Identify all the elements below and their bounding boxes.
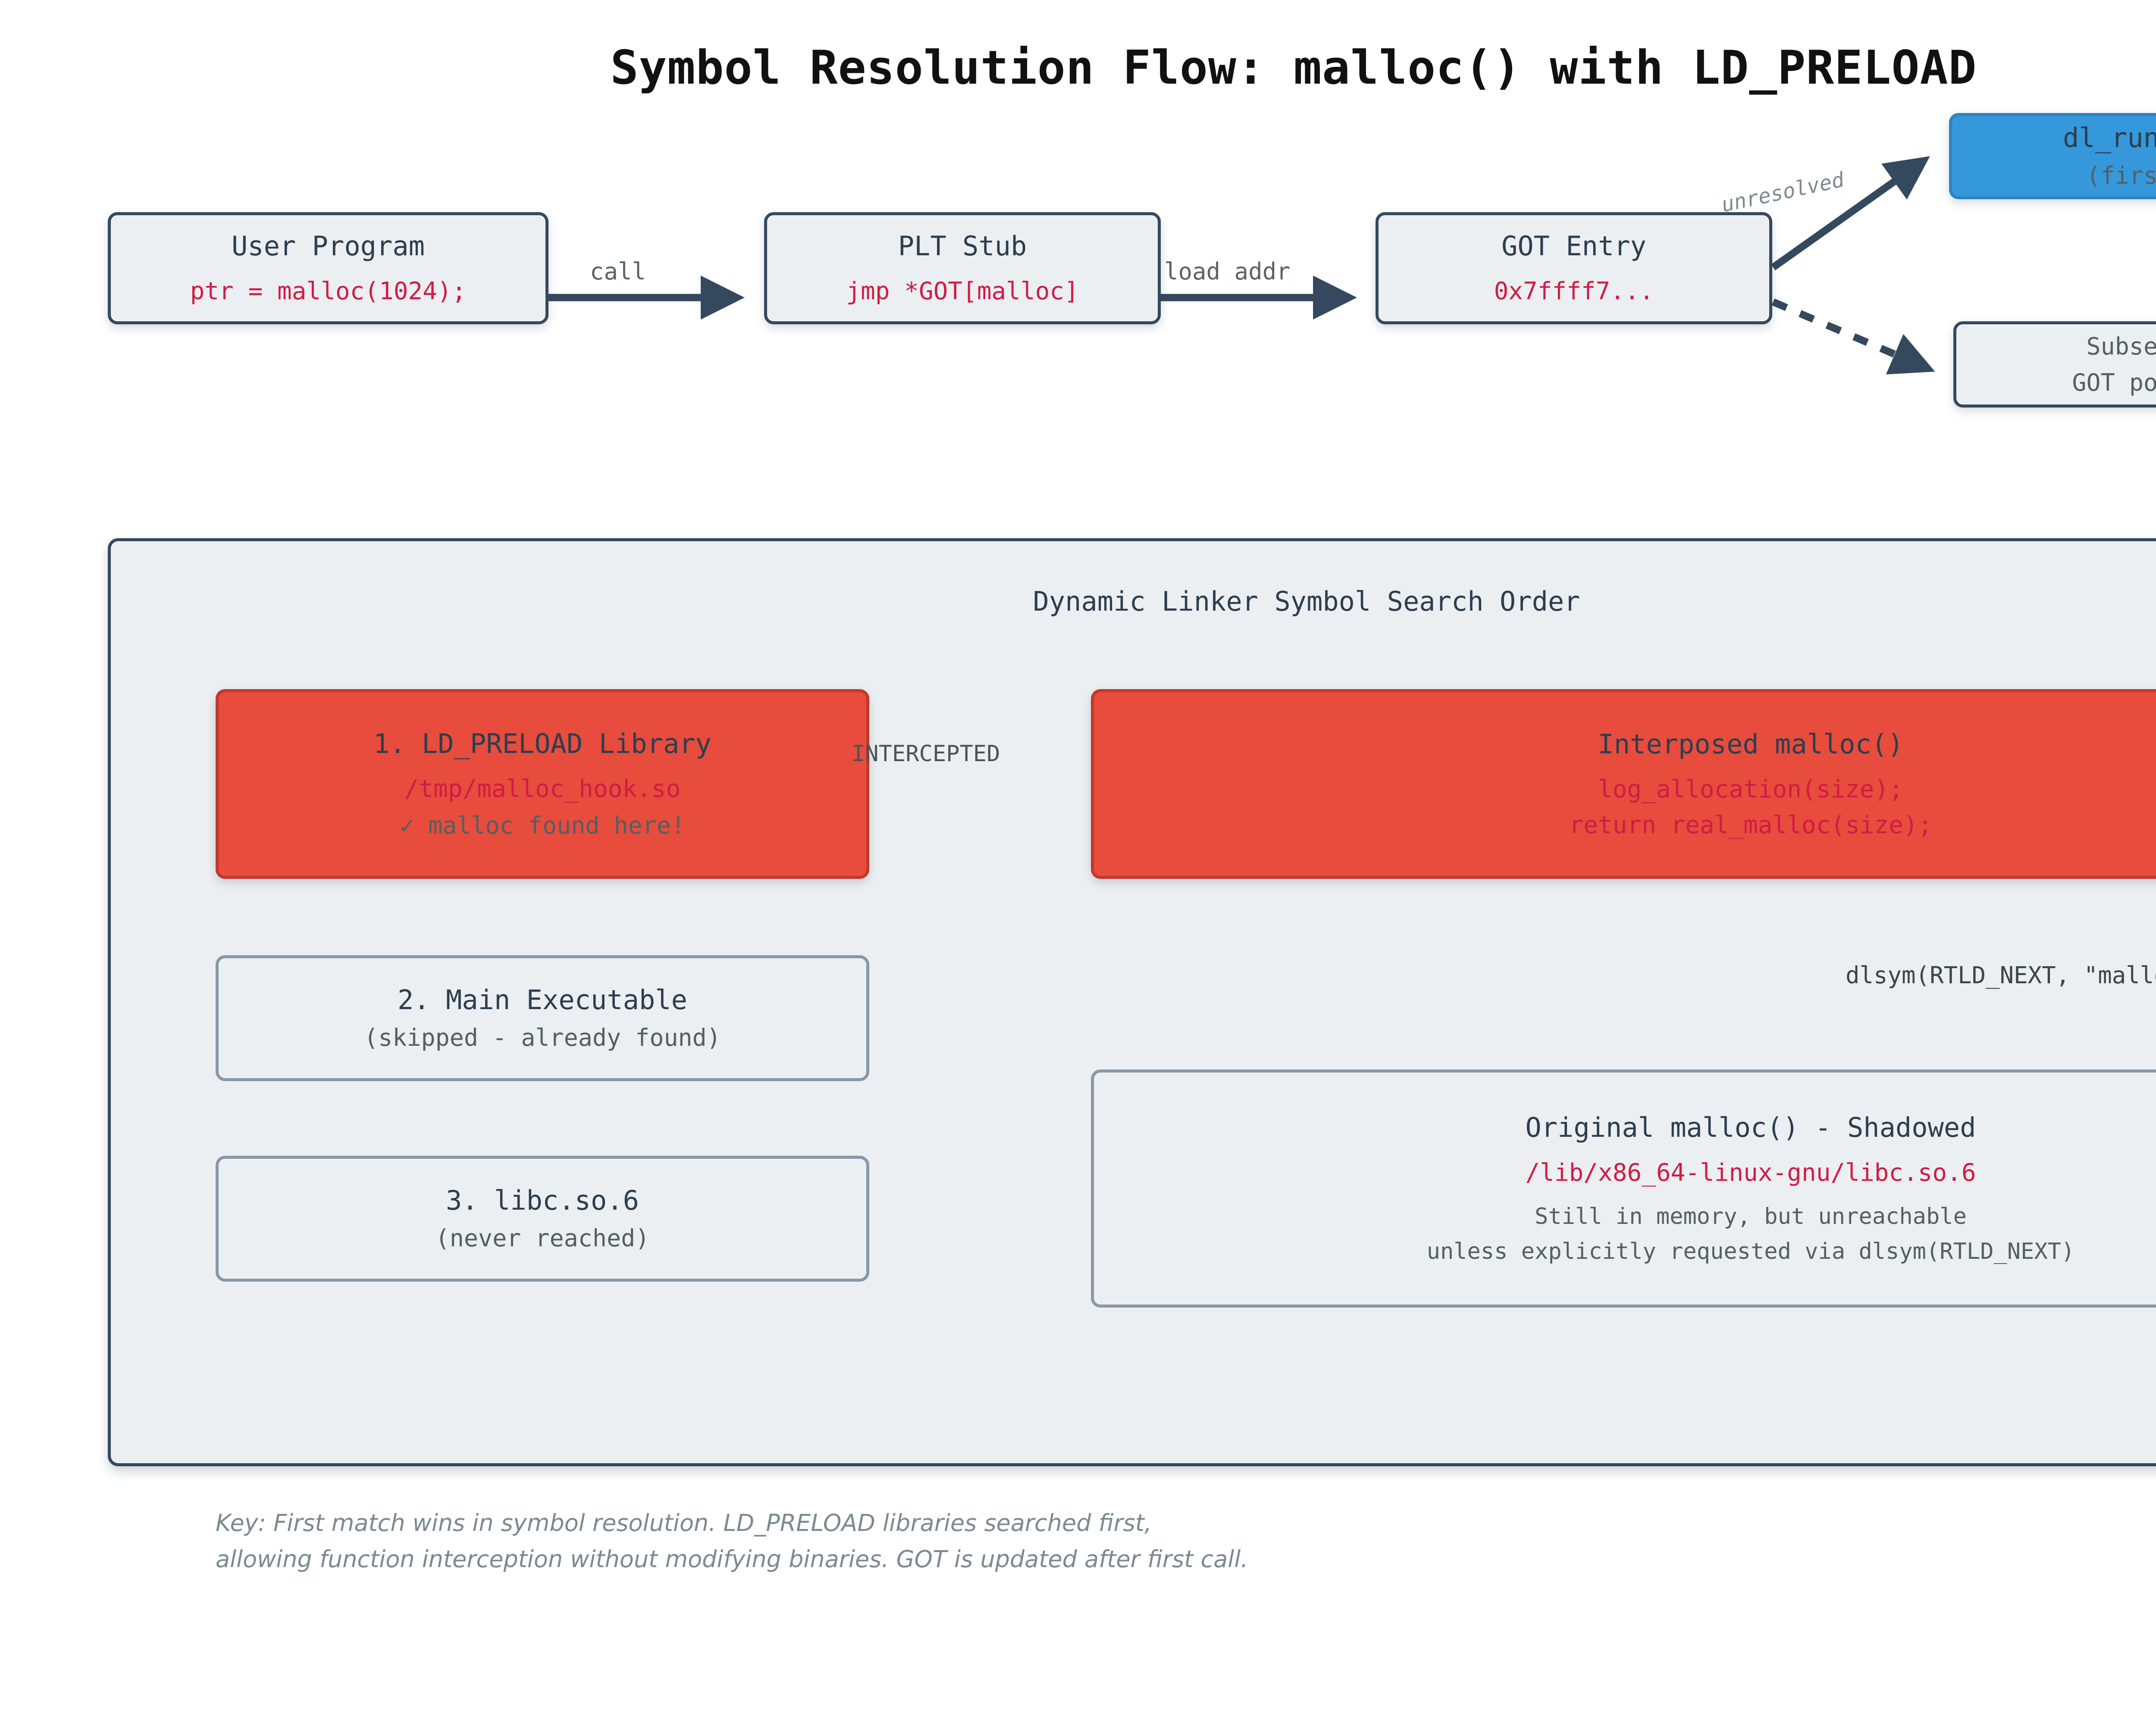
plt-stub-code: jmp *GOT[malloc]	[846, 277, 1079, 306]
original-malloc-note2: unless explicitly requested via dlsym(RT…	[1426, 1238, 2075, 1264]
libc-title: 3. libc.so.6	[446, 1185, 639, 1217]
got-entry-title: GOT Entry	[1501, 230, 1646, 262]
edge-label-dlsym: dlsym(RTLD_NEXT, "malloc")	[1846, 962, 2156, 989]
edge-label-load-addr: load addr	[1164, 258, 1291, 285]
user-program-title: User Program	[232, 230, 425, 262]
footer-line-2: allowing function interception without m…	[216, 1545, 1248, 1573]
search-order-panel-title: Dynamic Linker Symbol Search Order	[1033, 586, 1580, 617]
edge-label-call: call	[590, 258, 646, 285]
original-malloc-path: /lib/x86_64-linux-gnu/libc.so.6	[1525, 1159, 1976, 1187]
node-got-entry[interactable]: GOT Entry 0x7ffff7...	[1376, 212, 1772, 324]
dl-runtime-resolve-title: dl_runtime_resolve	[2063, 122, 2156, 154]
ld-preload-title: 1. LD_PRELOAD Library	[373, 728, 711, 760]
subsequent-calls-line2: GOT points directly	[2072, 369, 2156, 396]
edge-label-unresolved: unresolved	[1719, 167, 1846, 217]
node-main-executable[interactable]: 2. Main Executable (skipped - already fo…	[216, 955, 869, 1081]
interposed-title: Interposed malloc()	[1598, 728, 1904, 760]
original-malloc-title: Original malloc() - Shadowed	[1525, 1111, 1976, 1143]
footer-key: Key: First match wins in symbol resoluti…	[216, 1505, 1940, 1577]
footer-line-1: Key: First match wins in symbol resoluti…	[216, 1509, 1152, 1537]
plt-stub-title: PLT Stub	[898, 230, 1027, 262]
page-title: Symbol Resolution Flow: malloc() with LD…	[610, 41, 1977, 95]
libc-note: (never reached)	[435, 1224, 650, 1252]
node-libc[interactable]: 3. libc.so.6 (never reached)	[216, 1156, 869, 1282]
node-user-program[interactable]: User Program ptr = malloc(1024);	[108, 212, 548, 324]
interposed-code1: log_allocation(size);	[1598, 775, 1903, 804]
edge-label-intercepted: INTERCEPTED	[852, 741, 1000, 767]
node-dl-runtime-resolve[interactable]: dl_runtime_resolve (first call only)	[1949, 113, 2156, 199]
arrow-subsequent	[1771, 298, 1935, 375]
main-executable-note: (skipped - already found)	[364, 1023, 721, 1051]
original-malloc-note1: Still in memory, but unreachable	[1535, 1204, 1967, 1230]
subsequent-calls-line1: Subsequent calls:	[2086, 332, 2156, 360]
node-plt-stub[interactable]: PLT Stub jmp *GOT[malloc]	[764, 212, 1161, 324]
user-program-code: ptr = malloc(1024);	[190, 277, 467, 306]
ld-preload-path: /tmp/malloc_hook.so	[404, 775, 681, 803]
arrow-unresolved	[1771, 156, 1930, 270]
node-interposed-malloc[interactable]: Interposed malloc() log_allocation(size)…	[1091, 689, 2156, 879]
node-original-malloc[interactable]: Original malloc() - Shadowed /lib/x86_64…	[1091, 1070, 2156, 1308]
dl-runtime-resolve-sub: (first call only)	[2086, 161, 2156, 189]
main-executable-title: 2. Main Executable	[398, 984, 687, 1016]
node-subsequent-calls[interactable]: Subsequent calls: GOT points directly	[1953, 321, 2156, 408]
node-ld-preload-library[interactable]: 1. LD_PRELOAD Library /tmp/malloc_hook.s…	[216, 689, 869, 879]
ld-preload-note: ✓ malloc found here!	[399, 811, 686, 839]
interposed-code2: return real_malloc(size);	[1569, 811, 1933, 839]
got-entry-code: 0x7ffff7...	[1494, 277, 1654, 306]
